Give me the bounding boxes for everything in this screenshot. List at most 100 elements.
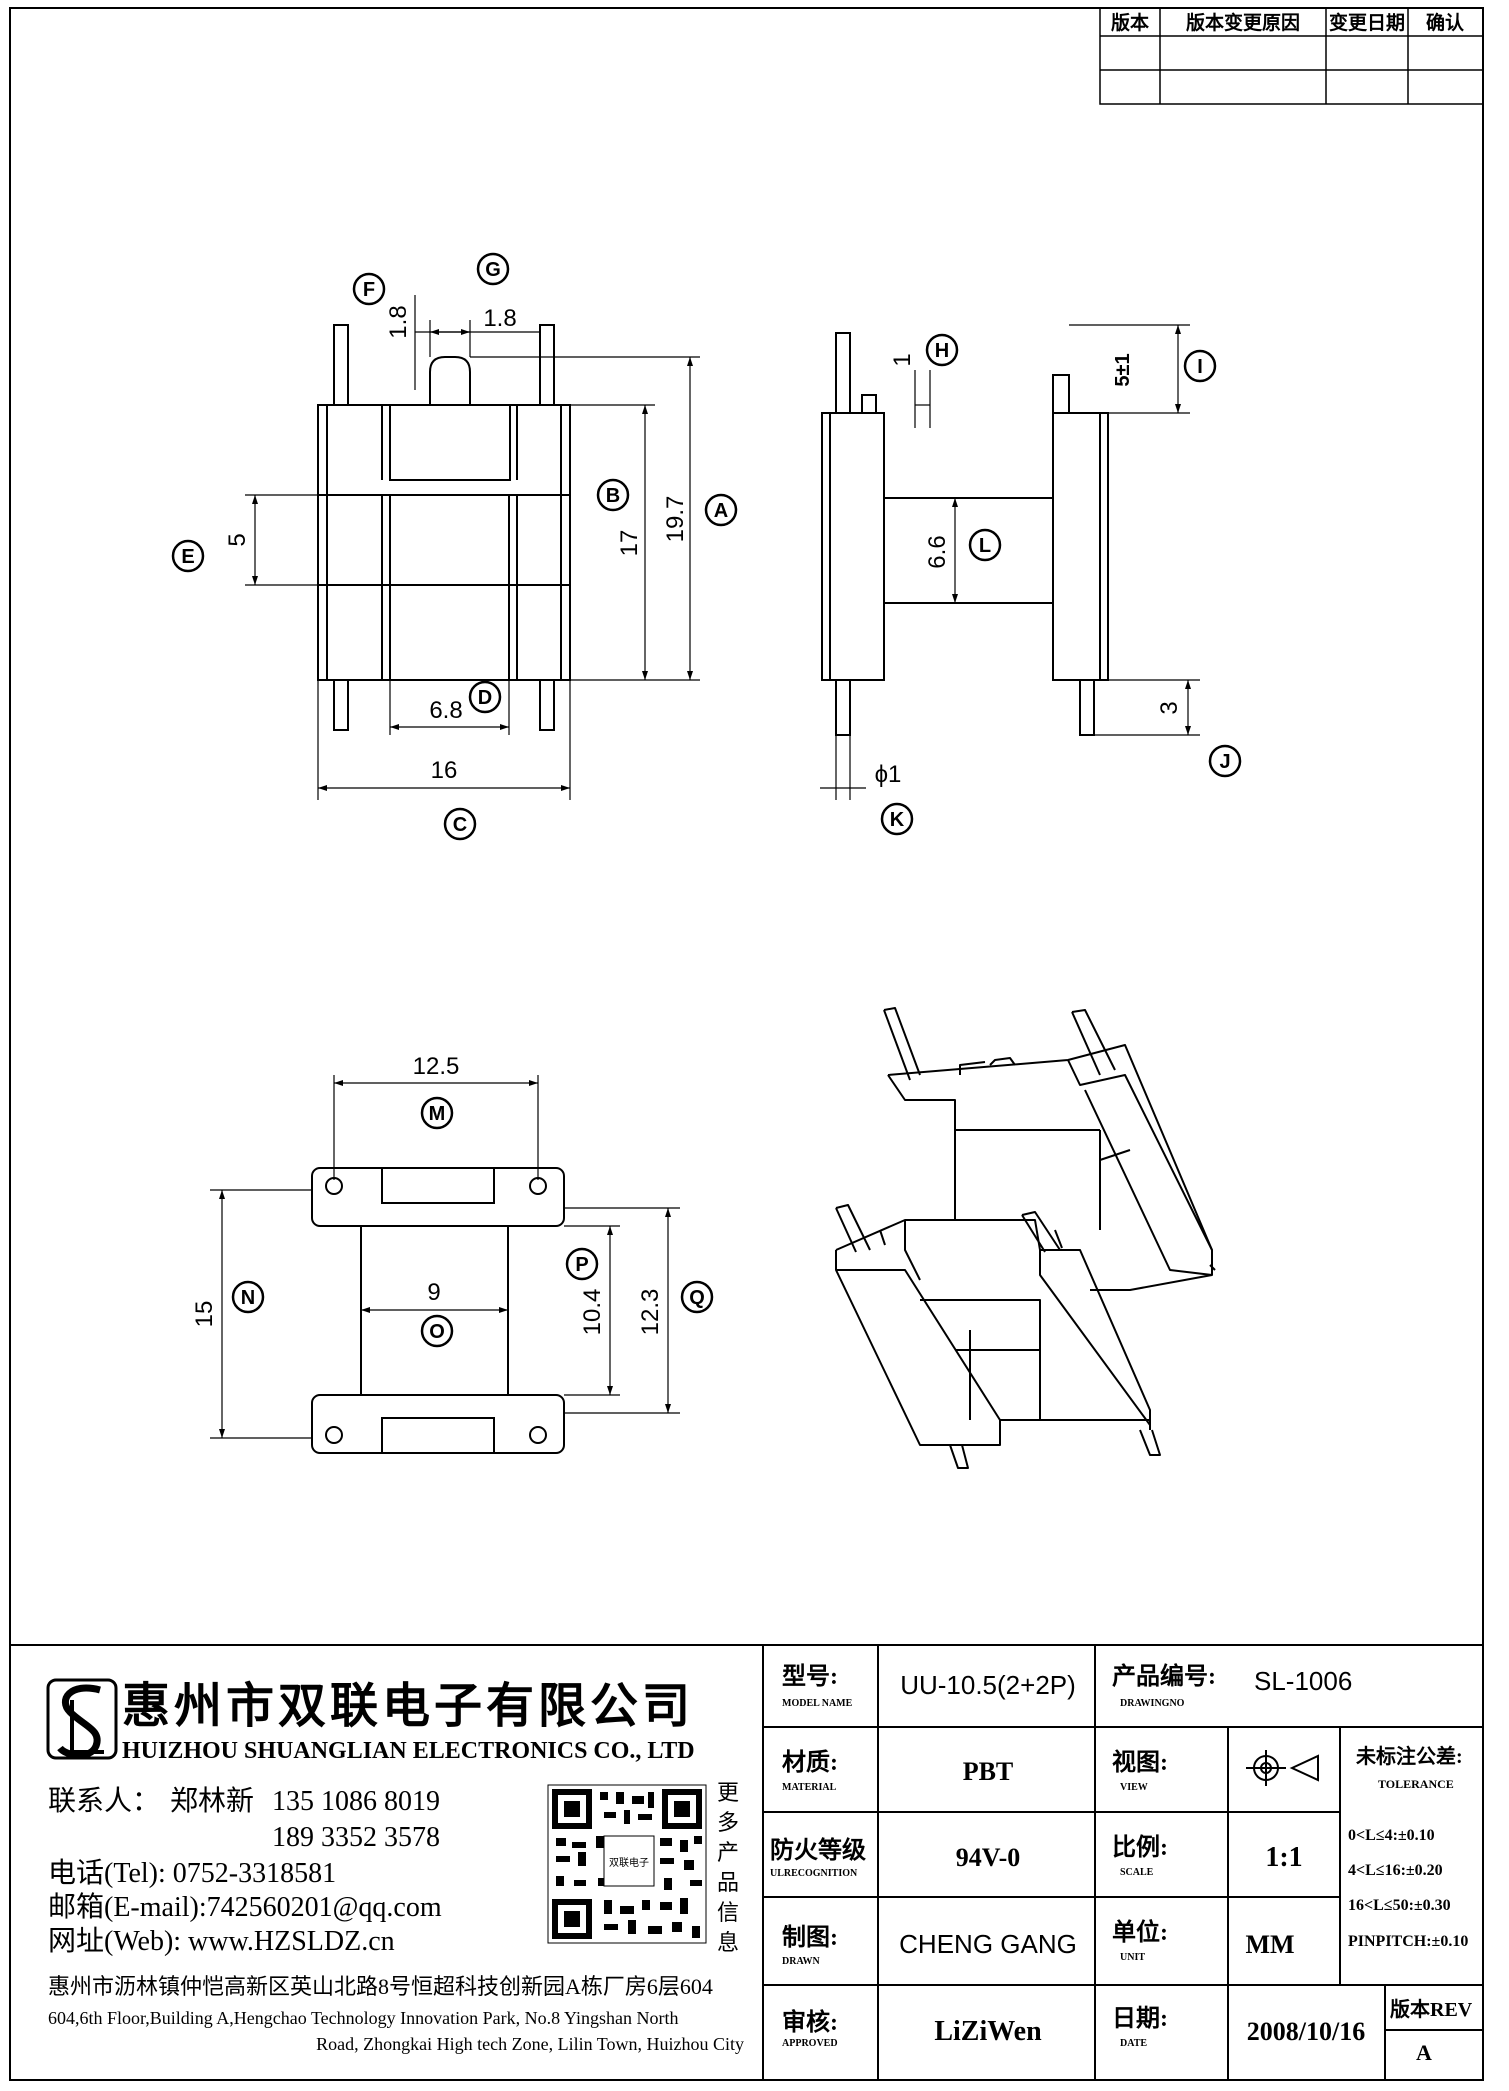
contact-email: 邮箱(E-mail):742560201@qq.com <box>48 1891 442 1923</box>
unit-label: 单位: <box>1112 1918 1168 1946</box>
bottom-view <box>311 1167 565 1454</box>
drawn-sub: DRAWN <box>782 1956 821 1967</box>
tolerance-row-3: 16<L≤50:±0.30 <box>1348 1897 1451 1914</box>
dim-c-value: 16 <box>431 757 458 784</box>
callout-e <box>171 539 205 573</box>
model-label: 型号: <box>782 1663 838 1690</box>
scale-label: 比例: <box>1112 1834 1168 1861</box>
qr-caption-1: 更 <box>717 1780 739 1805</box>
callout-b <box>596 478 630 512</box>
callout-i-letter: I <box>1197 356 1203 378</box>
dim-i-value: 5±1 <box>1112 353 1134 386</box>
dim-n-value: 15 <box>191 1301 218 1328</box>
dim-k-value: ϕ1 <box>875 761 902 788</box>
view-sub: VIEW <box>1120 1782 1148 1793</box>
contact-phone-2: 189 3352 3578 <box>272 1822 440 1853</box>
material-value: PBT <box>963 1757 1014 1786</box>
side-view-dims <box>820 324 1200 800</box>
bottom-view-dims <box>210 1075 680 1439</box>
callout-l <box>968 528 1002 562</box>
drawingno-value: SL-1006 <box>1254 1666 1352 1696</box>
unit-value: MM <box>1245 1930 1294 1959</box>
isometric-view <box>835 1007 1216 1469</box>
dim-h-value: 1 <box>889 353 916 366</box>
callout-f <box>352 272 386 306</box>
callout-c-letter: C <box>453 814 467 836</box>
dim-a-value: 19.7 <box>662 496 689 543</box>
rev-header-reason: 版本变更原因 <box>1186 11 1300 34</box>
callout-k <box>880 802 914 836</box>
side-view <box>821 332 1109 736</box>
callout-a <box>704 493 738 527</box>
projection-symbol-icon <box>1246 1750 1319 1786</box>
sheet-border <box>9 7 1484 2081</box>
fire-sub: ULRECOGNITION <box>770 1868 858 1879</box>
callout-k-letter: K <box>890 809 905 831</box>
callout-j-letter: J <box>1219 751 1230 773</box>
dim-b-value: 17 <box>616 530 643 557</box>
callout-e-letter: E <box>181 546 194 568</box>
scale-sub: SCALE <box>1120 1867 1154 1878</box>
qr-caption-3: 产 <box>717 1840 739 1865</box>
callout-i <box>1183 349 1217 383</box>
contact-name: 郑林新 <box>170 1785 254 1817</box>
drawingno-label: 产品编号: <box>1112 1662 1216 1690</box>
qr-code <box>547 1784 707 1944</box>
callout-q-letter: Q <box>689 1287 705 1309</box>
rev-header-version: 版本 <box>1111 11 1149 34</box>
qr-caption-4: 品 <box>717 1870 739 1895</box>
callout-o <box>420 1314 454 1348</box>
callout-m <box>420 1096 454 1130</box>
approved-value: LiZiWen <box>934 2016 1042 2047</box>
callout-d <box>468 680 502 714</box>
callout-l-letter: L <box>979 535 991 557</box>
callout-j <box>1208 744 1242 778</box>
callout-c <box>443 807 477 841</box>
dim-o-value: 9 <box>427 1279 440 1306</box>
callout-h <box>925 333 959 367</box>
rev-label: 版本REV <box>1390 1997 1473 2021</box>
callout-q <box>680 1280 714 1314</box>
qr-caption-5: 信 <box>717 1900 739 1925</box>
callout-f-letter: F <box>363 279 375 301</box>
drawingno-sub: DRAWINGNO <box>1120 1698 1185 1709</box>
qr-caption-2: 多 <box>717 1810 739 1835</box>
contact-tel: 电话(Tel): 0752-3318581 <box>48 1857 336 1889</box>
callout-p <box>565 1247 599 1281</box>
address-cn: 惠州市沥林镇仲恺高新区英山北路8号恒超科技创新园A栋厂房6层604 <box>48 1974 713 1999</box>
revision-table <box>1099 7 1484 105</box>
date-value: 2008/10/16 <box>1247 2017 1365 2046</box>
dim-j-value: 3 <box>1156 701 1183 714</box>
dim-l-value: 6.6 <box>924 535 951 568</box>
callout-b-letter: B <box>606 485 620 507</box>
callout-h-letter: H <box>935 340 949 362</box>
approved-sub: APPROVED <box>782 2038 838 2049</box>
callout-markers <box>171 252 1242 1348</box>
front-view <box>317 324 571 731</box>
dim-e-value: 5 <box>224 533 251 546</box>
view-label: 视图: <box>1112 1749 1168 1776</box>
company-name-en: HUIZHOU SHUANGLIAN ELECTRONICS CO., LTD <box>122 1738 695 1764</box>
scale-value: 1:1 <box>1265 1842 1302 1873</box>
drawn-value: CHENG GANG <box>899 1929 1077 1959</box>
rev-header-confirm: 确认 <box>1426 11 1464 34</box>
title-block <box>10 1644 1483 2080</box>
tolerance-row-2: 4<L≤16:±0.20 <box>1348 1862 1443 1879</box>
fire-value: 94V-0 <box>956 1843 1021 1872</box>
callout-a-letter: A <box>714 500 728 522</box>
date-label: 日期: <box>1112 2005 1168 2032</box>
tolerance-row-1: 0<L≤4:±0.10 <box>1348 1827 1435 1844</box>
dim-f-value: 1.8 <box>385 305 412 338</box>
qr-caption-6: 息 <box>717 1930 739 1955</box>
dim-p-value: 10.4 <box>579 1289 606 1336</box>
tolerance-label: 未标注公差: <box>1356 1744 1463 1768</box>
callout-d-letter: D <box>478 687 492 709</box>
callout-g <box>476 252 510 286</box>
address-en-1: 604,6th Floor,Building A,Hengchao Techno… <box>48 2008 678 2028</box>
fire-label: 防火等级 <box>770 1836 866 1864</box>
company-name-cn: 惠州市双联电子有限公司 <box>122 1680 694 1733</box>
callout-n-letter: N <box>241 1287 255 1309</box>
qr-center-label: 双联电子 <box>609 1856 649 1869</box>
